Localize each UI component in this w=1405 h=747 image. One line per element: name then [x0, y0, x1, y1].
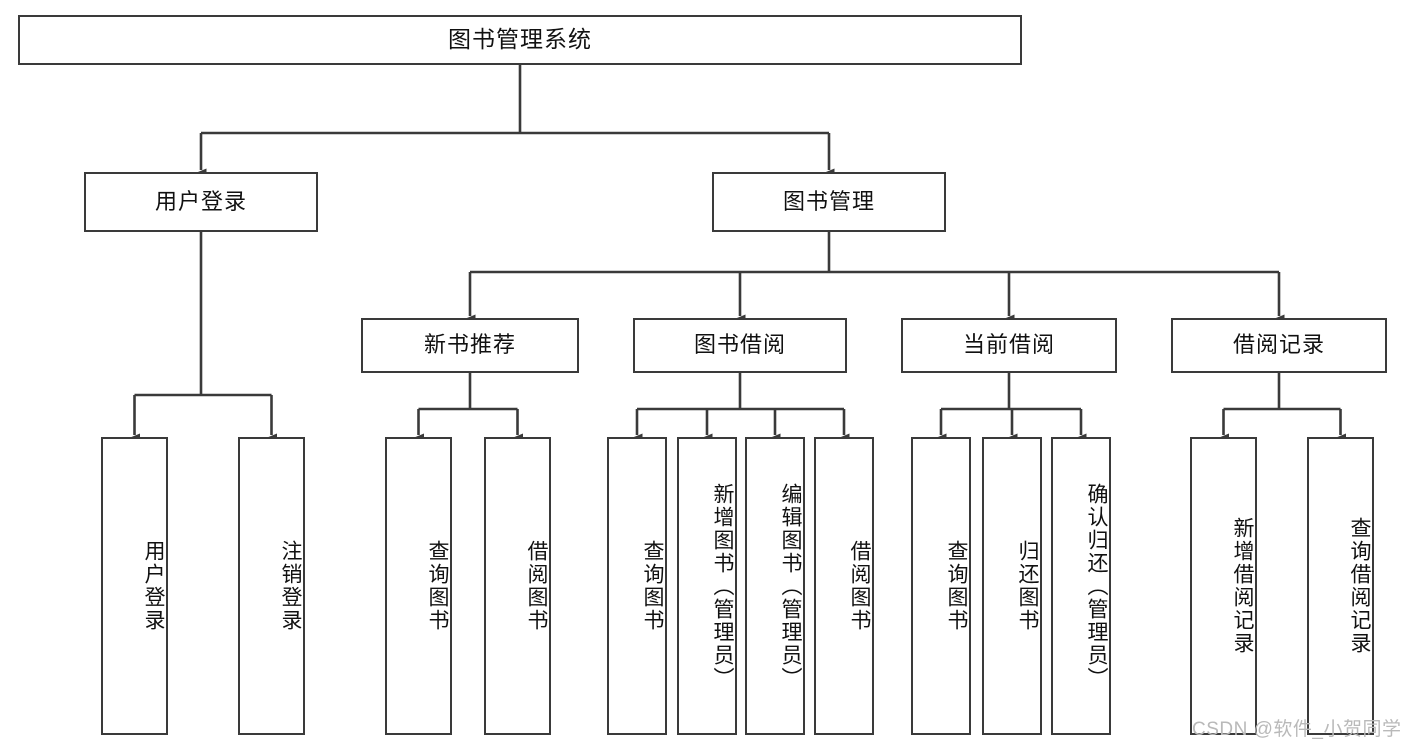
- node-l2-record[interactable]: 借阅记录: [1171, 318, 1387, 373]
- node-l3-d1[interactable]: 查询图书: [911, 437, 971, 735]
- node-l3-c1[interactable]: 查询图书: [607, 437, 667, 735]
- node-l3-b1[interactable]: 查询图书: [385, 437, 452, 735]
- node-root[interactable]: 图书管理系统: [18, 15, 1022, 65]
- node-l2-borrow[interactable]: 图书借阅: [633, 318, 847, 373]
- node-l3-a1[interactable]: 用户登录: [101, 437, 168, 735]
- node-l3-d3[interactable]: 确认归还（管理员）: [1051, 437, 1111, 735]
- node-l3-c3[interactable]: 编辑图书（管理员）: [745, 437, 805, 735]
- node-l2-new[interactable]: 新书推荐: [361, 318, 579, 373]
- node-l3-c4[interactable]: 借阅图书: [814, 437, 874, 735]
- node-l3-e1[interactable]: 新增借阅记录: [1190, 437, 1257, 735]
- node-l1-books[interactable]: 图书管理: [712, 172, 946, 232]
- node-l3-e2[interactable]: 查询借阅记录: [1307, 437, 1374, 735]
- node-l3-d2[interactable]: 归还图书: [982, 437, 1042, 735]
- node-l3-c2[interactable]: 新增图书（管理员）: [677, 437, 737, 735]
- node-l3-b2[interactable]: 借阅图书: [484, 437, 551, 735]
- node-l3-a2[interactable]: 注销登录: [238, 437, 305, 735]
- node-l1-login[interactable]: 用户登录: [84, 172, 318, 232]
- node-l2-current[interactable]: 当前借阅: [901, 318, 1117, 373]
